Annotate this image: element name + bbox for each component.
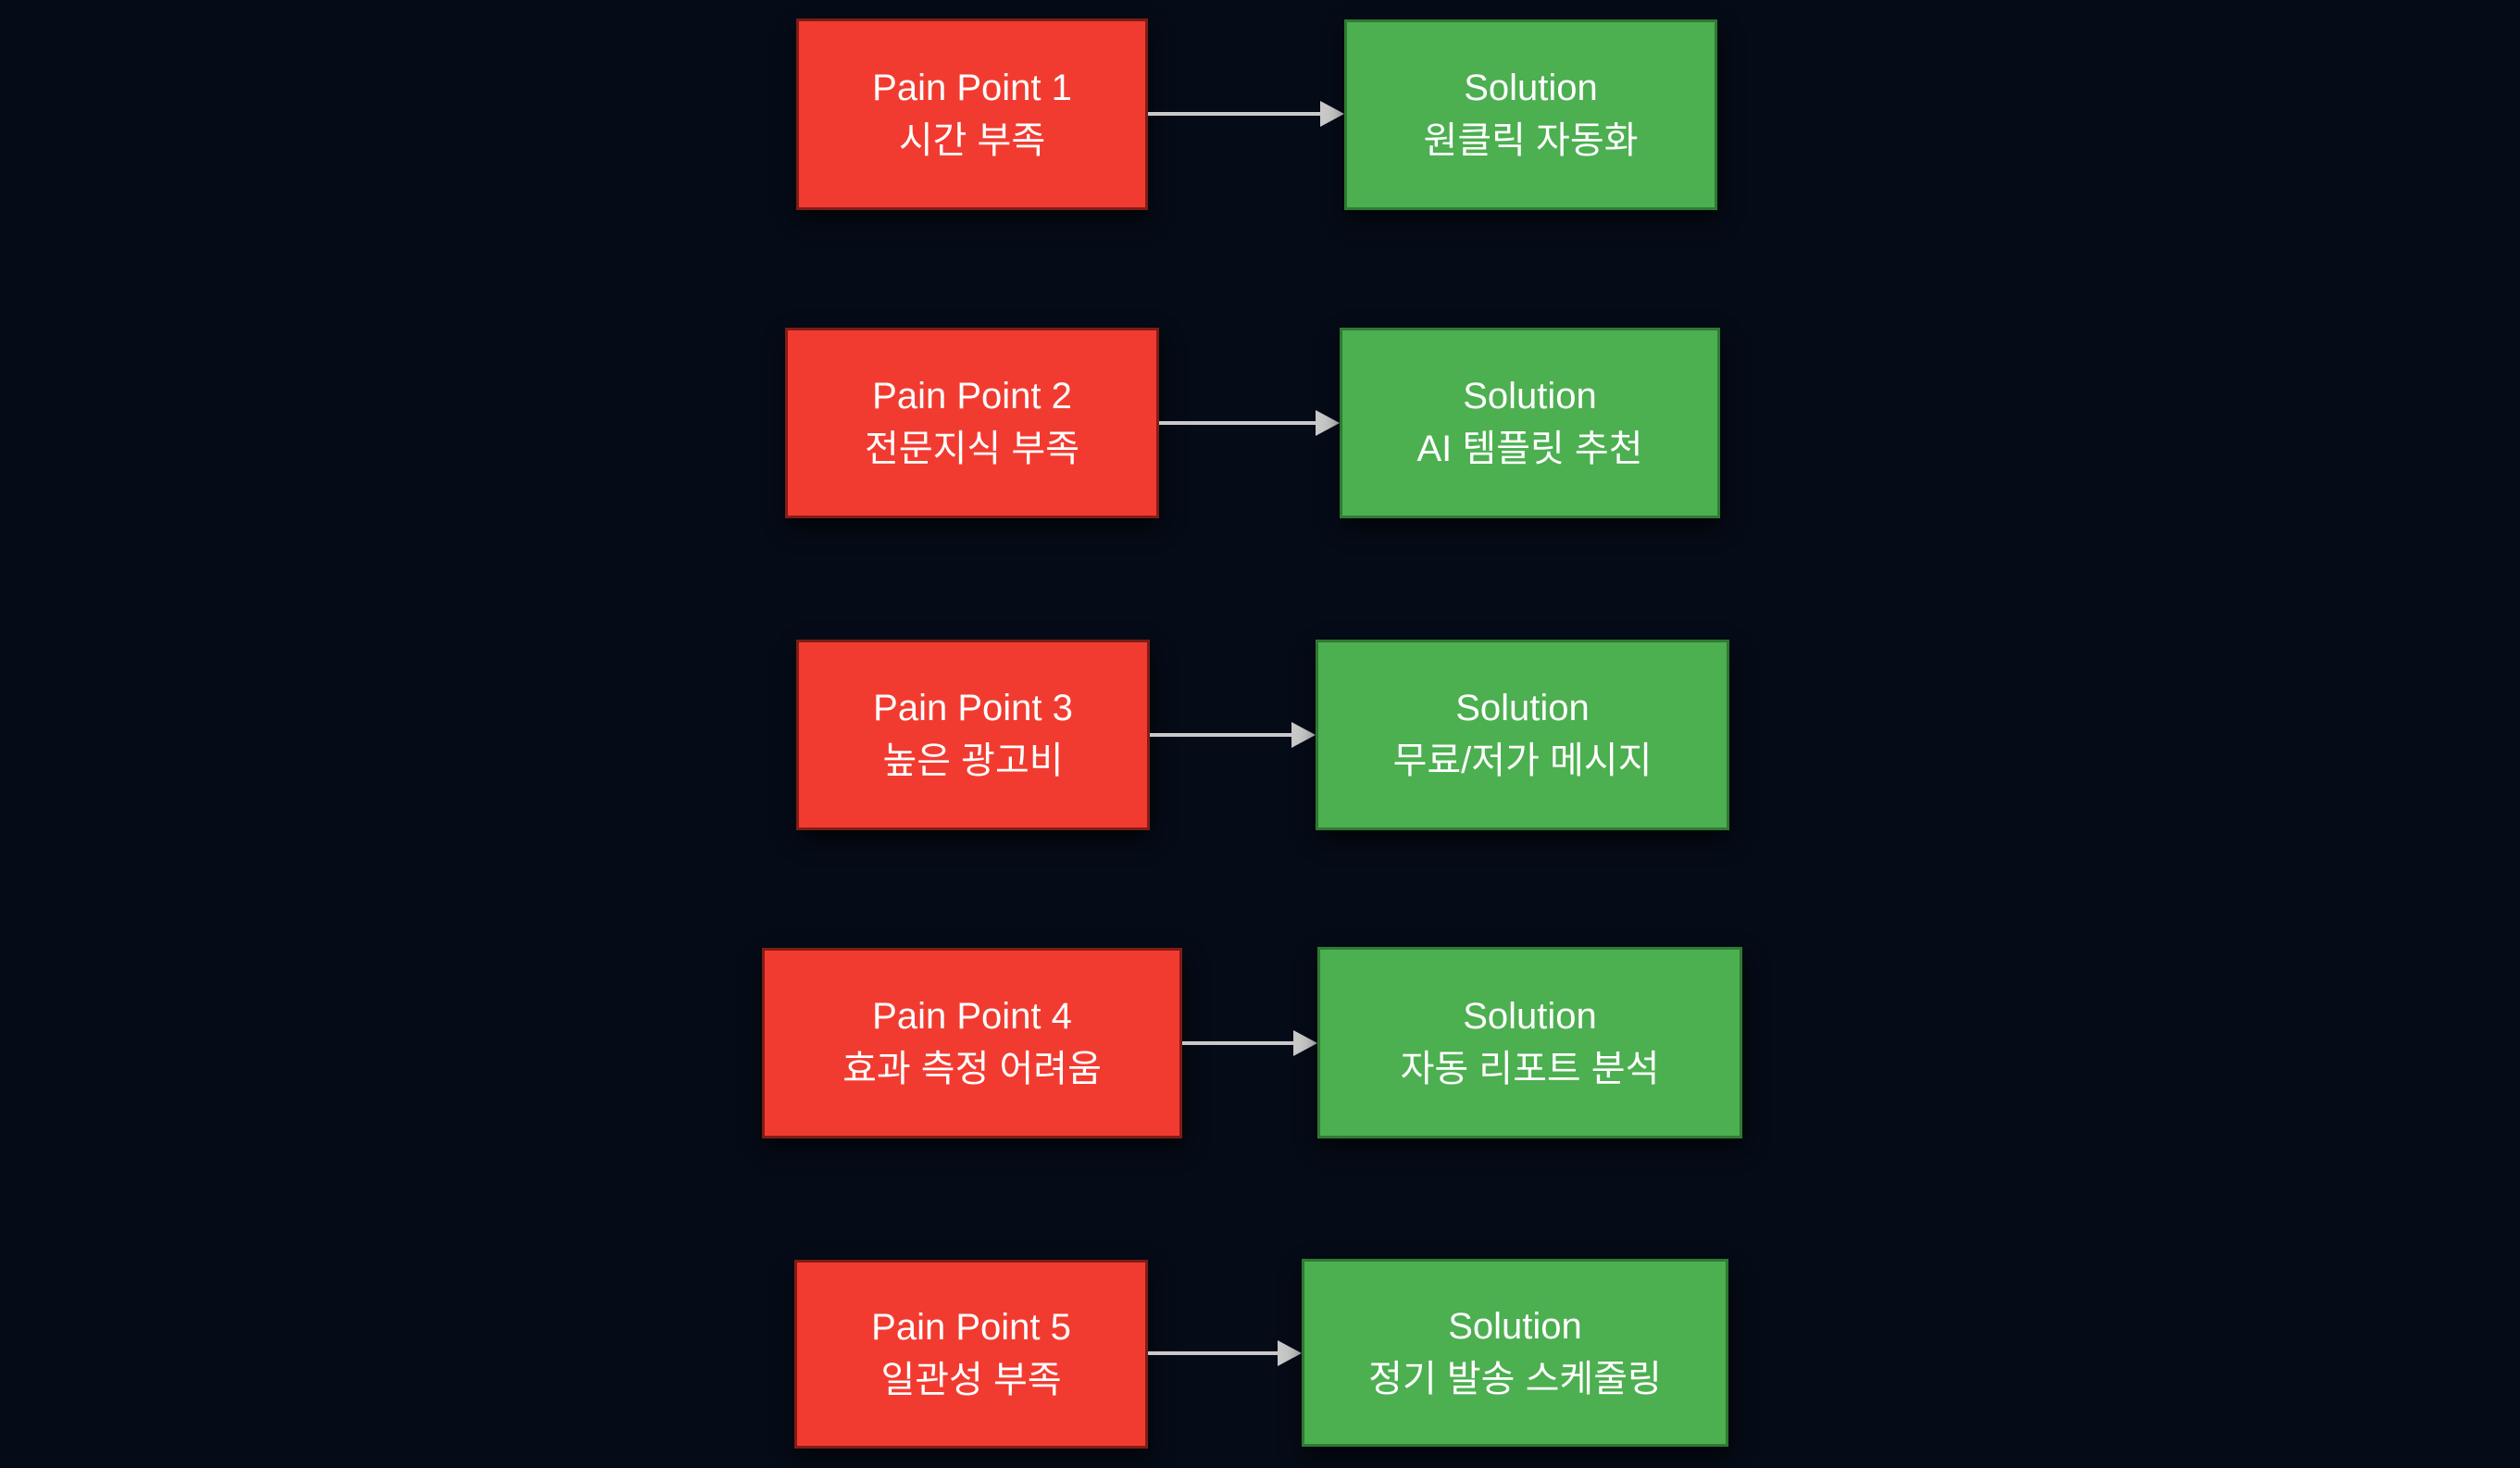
pain-point-subtitle: 높은 광고비 [882, 740, 1064, 781]
solution-subtitle: 원클릭 자동화 [1423, 120, 1639, 161]
pain-point-box-1: Pain Point 1 시간 부족 [796, 19, 1148, 210]
solution-box-5: Solution 정기 발송 스케줄링 [1302, 1259, 1728, 1447]
pain-point-box-4: Pain Point 4 효과 측정 어려움 [762, 948, 1182, 1138]
pain-point-subtitle: 시간 부족 [898, 119, 1046, 161]
solution-title: Solution [1448, 1305, 1582, 1347]
pain-point-title: Pain Point 5 [871, 1307, 1071, 1348]
pain-point-title: Pain Point 4 [872, 996, 1072, 1037]
arrow-line [1148, 1351, 1281, 1355]
arrow-connector-5 [1148, 1339, 1302, 1367]
solution-subtitle: AI 템플릿 추천 [1416, 429, 1643, 469]
arrow-head-icon [1316, 410, 1340, 436]
pain-point-subtitle: 일관성 부족 [880, 1360, 1062, 1400]
arrow-head-icon [1278, 1340, 1302, 1366]
solution-box-4: Solution 자동 리포트 분석 [1317, 947, 1742, 1138]
arrow-connector-2 [1159, 409, 1340, 437]
solution-box-3: Solution 무료/저가 메시지 [1316, 640, 1729, 830]
solution-subtitle: 무료/저가 메시지 [1392, 740, 1653, 781]
arrow-line [1182, 1041, 1297, 1045]
pain-point-box-3: Pain Point 3 높은 광고비 [796, 640, 1150, 830]
solution-box-1: Solution 원클릭 자동화 [1344, 19, 1717, 210]
arrow-connector-1 [1148, 100, 1344, 128]
arrow-line [1148, 112, 1324, 116]
pain-point-title: Pain Point 2 [872, 376, 1072, 417]
arrow-head-icon [1320, 101, 1344, 127]
arrow-connector-4 [1182, 1029, 1317, 1057]
pain-point-subtitle: 효과 측정 어려움 [842, 1049, 1102, 1089]
arrow-line [1159, 421, 1319, 425]
pain-point-box-5: Pain Point 5 일관성 부족 [794, 1260, 1148, 1449]
pain-point-title: Pain Point 1 [872, 67, 1072, 108]
pain-point-box-2: Pain Point 2 전문지식 부족 [785, 328, 1159, 518]
solution-title: Solution [1463, 995, 1597, 1037]
solution-title: Solution [1455, 688, 1590, 728]
pain-point-subtitle: 전문지식 부족 [865, 429, 1079, 469]
arrow-connector-3 [1150, 721, 1316, 749]
solution-subtitle: 정기 발송 스케줄링 [1368, 1358, 1662, 1400]
solution-subtitle: 자동 리포트 분석 [1400, 1048, 1660, 1089]
solution-title: Solution [1464, 68, 1598, 108]
arrow-head-icon [1291, 722, 1316, 748]
solution-box-2: Solution AI 템플릿 추천 [1340, 328, 1720, 518]
pain-point-title: Pain Point 3 [873, 688, 1073, 728]
arrow-head-icon [1293, 1030, 1317, 1056]
solution-title: Solution [1463, 376, 1597, 417]
arrow-line [1150, 733, 1295, 737]
